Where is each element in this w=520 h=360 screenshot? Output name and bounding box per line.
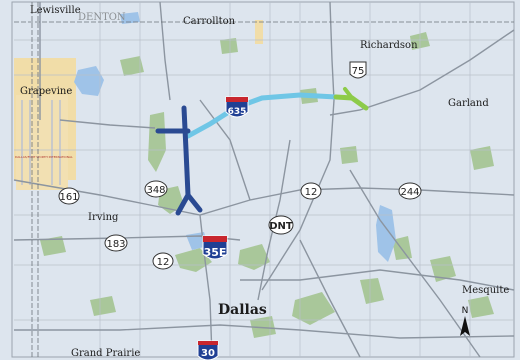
map-frame (11, 1, 515, 358)
city-grapevine: Grapevine (20, 86, 72, 97)
city-denton: DENTON (78, 12, 126, 23)
city-richardson: Richardson (360, 40, 418, 51)
i30-label: 30 (201, 348, 215, 359)
sh348-label: 348 (146, 185, 165, 196)
sh244-label: 244 (400, 187, 419, 198)
i635-label: 635 (228, 107, 247, 117)
city-irving: Irving (88, 212, 119, 223)
airport-dfw: DALLAS/FORT WORTH INTERNATIONAL (15, 95, 73, 190)
project-segment-north-south (181, 105, 191, 198)
city-mesquite: Mesquite (462, 285, 509, 296)
us75-shield: 75 (349, 61, 367, 79)
city-lewisville: Lewisville (30, 5, 81, 16)
sh12-north-shield: 12 (300, 182, 322, 200)
city-grand-prairie: Grand Prairie (71, 348, 140, 359)
city-carrollton: Carrollton (183, 16, 236, 27)
park-areas (40, 32, 494, 338)
north-arrow-label: N (462, 306, 469, 316)
north-arrow: N (460, 306, 470, 336)
dnt-label: DNT (269, 221, 293, 232)
sh161-shield: 161 (58, 187, 80, 205)
sh12-west-shield: 12 (152, 252, 174, 270)
airport-label: DALLAS/FORT WORTH INTERNATIONAL (15, 155, 73, 159)
minor-roads (14, 2, 514, 357)
sh161-label: 161 (59, 192, 78, 203)
i30-shield: 30 (197, 340, 219, 360)
city-dallas: Dallas (218, 302, 267, 318)
sh183-label: 183 (106, 239, 125, 250)
north-arrow-icon (460, 316, 470, 336)
city-garland: Garland (448, 98, 489, 109)
project-segment-us75-spur (343, 87, 354, 100)
i35e-shield: 35E (202, 235, 228, 260)
county-lines (14, 2, 514, 357)
dnt-shield: DNT (268, 215, 294, 235)
sh348-shield: 348 (144, 180, 168, 198)
us75-label: 75 (352, 66, 365, 77)
sh12-north-label: 12 (305, 187, 318, 198)
project-segment-fork (175, 192, 203, 216)
sh183-shield: 183 (104, 234, 128, 252)
i635-shield: 635 (225, 96, 249, 118)
sh244-shield: 244 (398, 182, 422, 200)
i35e-label: 35E (204, 246, 227, 259)
sh12-west-label: 12 (157, 257, 170, 268)
